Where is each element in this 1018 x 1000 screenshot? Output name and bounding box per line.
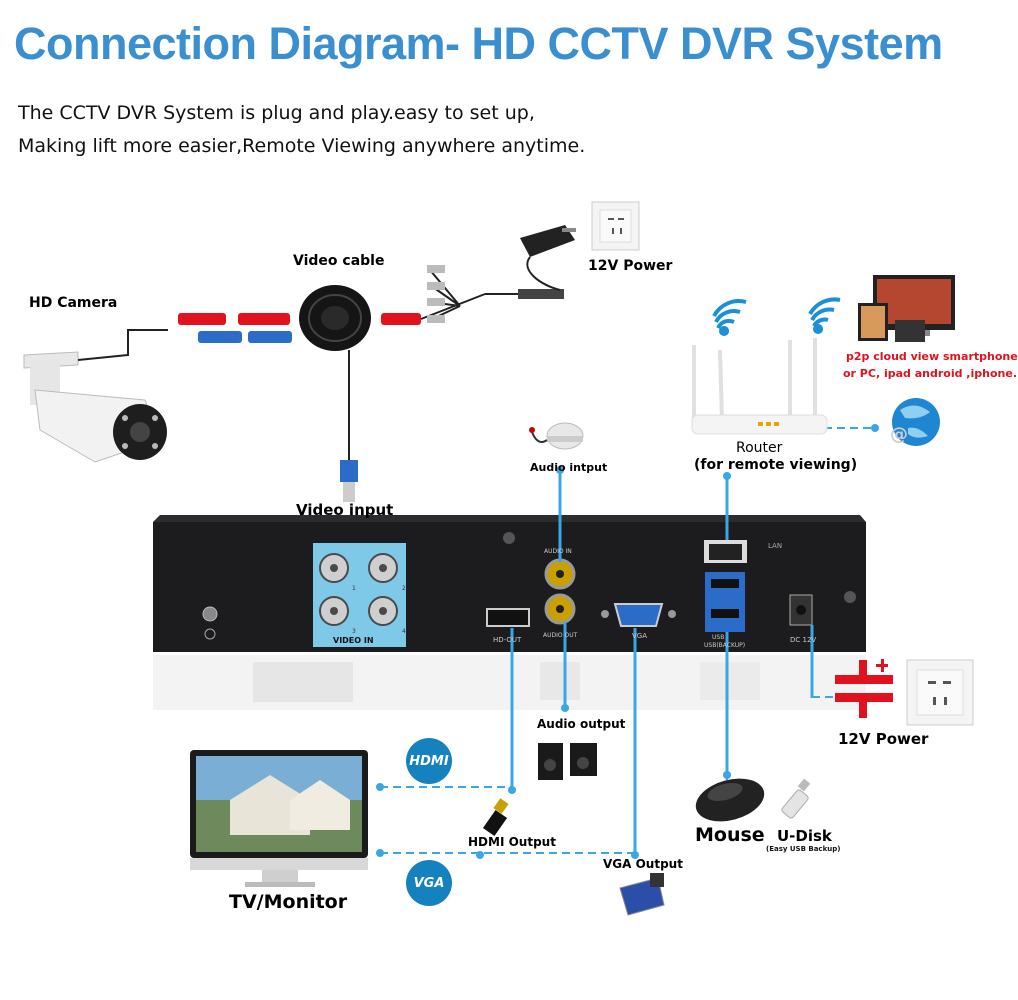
subtitle-line-2: Making lift more easier,Remote Viewing a…: [18, 135, 586, 157]
panel-audio-in-label: AUDIO IN: [544, 548, 572, 555]
panel-dc-label: DC 12V: [790, 636, 817, 644]
mouse-icon: [695, 775, 765, 822]
microphone-icon: [529, 422, 584, 450]
router-sub-label: (for remote viewing): [694, 457, 858, 473]
tv-monitor-label: TV/Monitor: [229, 891, 348, 913]
splitter-icon: [420, 265, 564, 323]
panel-audio-out-label: AUDIO OUT: [543, 632, 578, 639]
globe-icon: @: [890, 398, 940, 446]
connector-lines: [510, 470, 814, 855]
power-right-label: 12V Power: [838, 730, 929, 748]
panel-usb-backup-label: USB(BACKUP): [704, 642, 746, 649]
bnc-plug-icon: [340, 460, 358, 502]
wall-socket-icon-right: [906, 659, 974, 726]
video-cable-label: Video cable: [293, 253, 385, 269]
vga-output-label: VGA Output: [603, 857, 683, 871]
panel-usb-label: USB: [712, 634, 725, 641]
hdmi-badge: HDMI: [406, 738, 452, 784]
connector-dots: [376, 424, 879, 859]
monitor-icon: [190, 750, 368, 887]
panel-video-in-label: VIDEO IN: [333, 636, 374, 645]
dc-port: [789, 594, 813, 626]
cable-reel-icon: [299, 285, 371, 351]
udisk-sub-label: (Easy USB Backup): [766, 845, 841, 853]
vga-plug-icon: [619, 873, 665, 916]
usb-drive-icon: [781, 778, 811, 819]
audio-ports: [544, 558, 576, 625]
devices-icon: [858, 275, 955, 342]
hd-camera-label: HD Camera: [29, 295, 118, 311]
p2p-label-line-2: or PC, ipad android ,iphone.: [843, 367, 1017, 380]
panel-vga-label: VGA: [632, 632, 648, 640]
lan-usb-ports: [704, 540, 747, 632]
power-top-label: 12V Power: [588, 258, 673, 274]
wall-socket-icon: [591, 201, 640, 251]
speaker-icon: [538, 743, 597, 780]
page-title: Connection Diagram- HD CCTV DVR System: [14, 18, 943, 69]
hdmi-plug-icon: [482, 798, 509, 837]
mouse-label: Mouse: [695, 824, 765, 846]
audio-input-label: Audio intput: [530, 461, 608, 474]
vga-port: [601, 603, 676, 627]
panel-channel-3: 3: [352, 628, 356, 635]
video-in-block: [313, 543, 406, 647]
dc-polarity-icon: [835, 659, 893, 718]
udisk-label: U-Disk: [777, 827, 832, 845]
wifi-icon-right: [808, 297, 841, 334]
hdmi-output-label: HDMI Output: [468, 835, 556, 849]
dvr-back-panel: [153, 515, 866, 710]
router-label: Router: [736, 440, 783, 456]
hdmi-port: [486, 608, 530, 627]
power-adapter-icon: [520, 225, 576, 291]
router-icon: [691, 338, 828, 435]
audio-output-label: Audio output: [537, 717, 626, 731]
video-cable-connectors: [178, 313, 421, 343]
camera-icon: [23, 351, 167, 463]
p2p-label-line-1: p2p cloud view smartphone: [846, 350, 1018, 363]
vga-badge: VGA: [406, 860, 452, 906]
svg-text:@: @: [890, 424, 908, 445]
panel-channel-1: 1: [352, 585, 356, 592]
wifi-icon: [712, 299, 747, 336]
panel-lan-label: LAN: [768, 542, 783, 550]
panel-hd-out-label: HD-OUT: [493, 636, 522, 644]
subtitle-line-1: The CCTV DVR System is plug and play.eas…: [18, 102, 535, 124]
camera-wire: [77, 329, 168, 361]
video-input-label: Video input: [296, 501, 394, 519]
panel-channel-2: 2: [402, 585, 406, 592]
panel-channel-4: 4: [402, 628, 406, 635]
